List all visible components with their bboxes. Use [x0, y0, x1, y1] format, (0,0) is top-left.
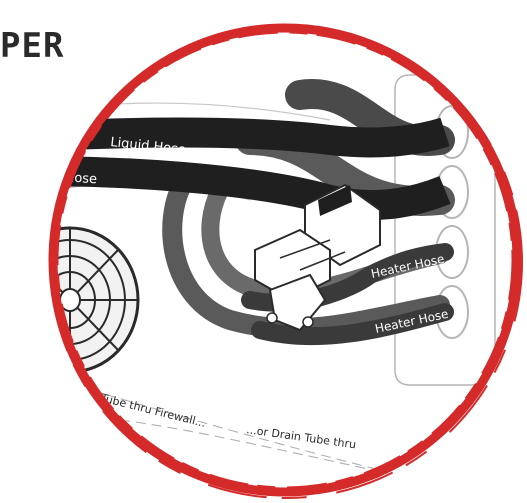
- drain-tube-alt-label: ...or Drain Tube thru: [246, 423, 357, 451]
- diagram-title: PER: [0, 26, 65, 66]
- gray-hose-lower: [162, 170, 450, 339]
- liquid-hose: [53, 117, 450, 158]
- heater-hose-lower: [251, 303, 454, 346]
- diagram-interior: Liquid Hose uction Hose Heater Hose Heat…: [53, 74, 496, 481]
- suction-hose: [53, 156, 451, 220]
- background-line: [53, 102, 331, 121]
- heater-valve-icon: [254, 183, 381, 332]
- drain-tube-line: [89, 389, 381, 471]
- circle-frame: [48, 23, 523, 499]
